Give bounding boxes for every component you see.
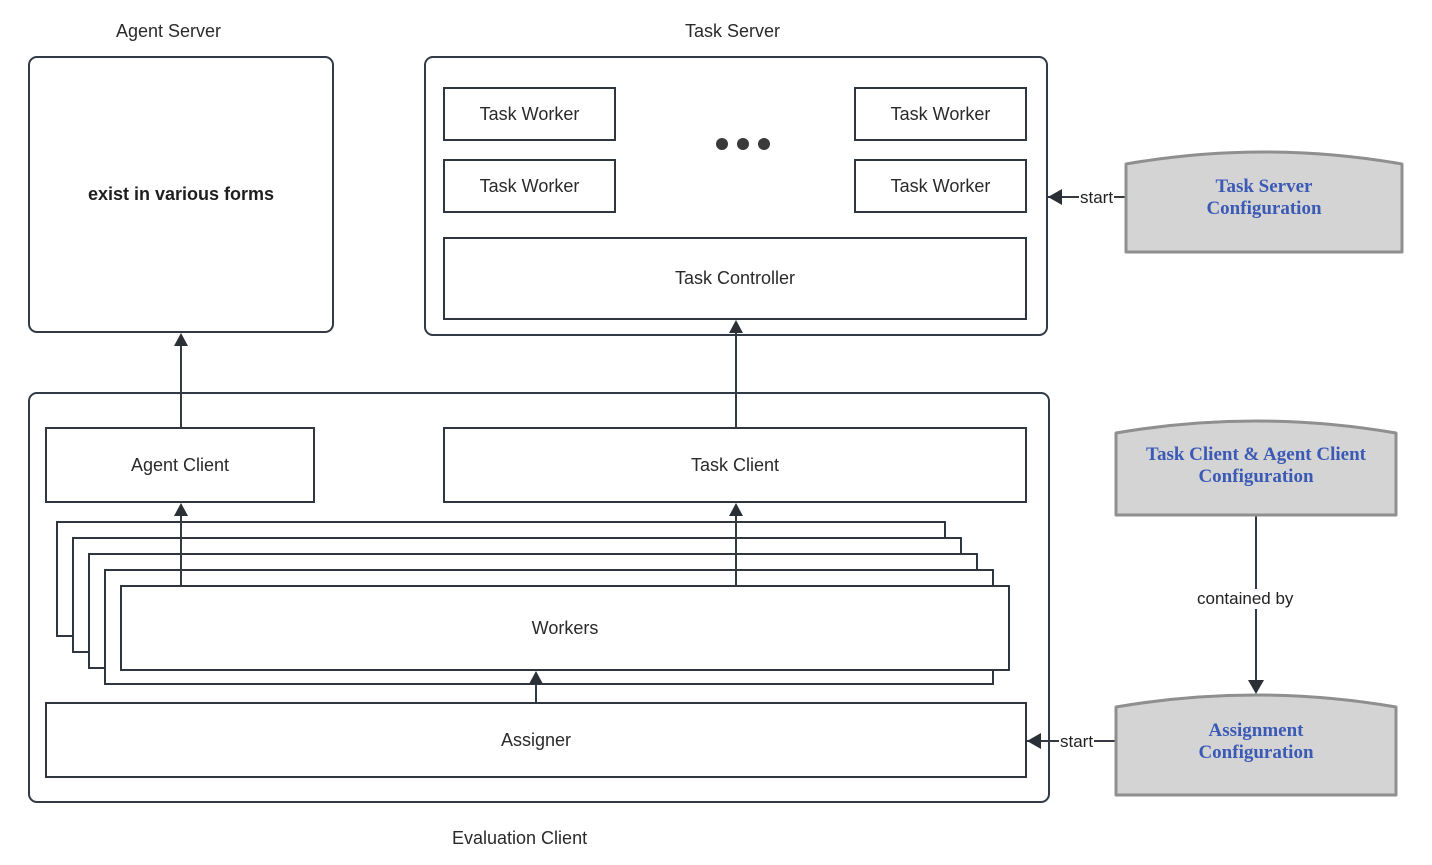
agent-server-title: Agent Server bbox=[116, 21, 222, 41]
task-controller-label: Task Controller bbox=[674, 268, 796, 288]
arrow-line-task-client-to-task-controller bbox=[735, 333, 737, 427]
task-client-label: Task Client bbox=[690, 454, 780, 475]
task-worker-box-2[interactable]: Task Worker bbox=[443, 159, 616, 213]
evaluation-client-title: Evaluation Client bbox=[452, 828, 588, 848]
task-worker-label: Task Worker bbox=[479, 175, 580, 196]
dot-icon bbox=[758, 138, 770, 150]
edge-label-contained-by: contained by bbox=[1196, 589, 1295, 609]
workers-label: Workers bbox=[531, 617, 599, 638]
task-worker-box-4[interactable]: Task Worker bbox=[854, 159, 1027, 213]
task-worker-box-3[interactable]: Task Worker bbox=[854, 87, 1027, 141]
dot-icon bbox=[716, 138, 728, 150]
agent-client-label: Agent Client bbox=[130, 454, 230, 475]
arrowhead-assigner-to-workers bbox=[529, 671, 543, 684]
task-client-agent-client-configuration-shape[interactable]: Task Client & Agent Client Configuration bbox=[1114, 417, 1398, 517]
agent-server-container[interactable]: exist in various forms bbox=[28, 56, 334, 333]
arrowhead-task-client-to-task-controller bbox=[729, 320, 743, 333]
task-server-configuration-shape[interactable]: Task Server Configuration bbox=[1124, 148, 1404, 254]
agent-server-inner-text: exist in various forms bbox=[87, 184, 275, 204]
edge-label-start-assigner: start bbox=[1059, 732, 1095, 752]
assignment-configuration-shape[interactable]: Assignment Configuration bbox=[1114, 690, 1398, 797]
task-worker-label: Task Worker bbox=[479, 103, 580, 124]
edge-label-start-task-server: start bbox=[1079, 188, 1115, 208]
arrow-line-assigner-to-workers bbox=[535, 684, 537, 702]
task-controller-box[interactable]: Task Controller bbox=[443, 237, 1027, 320]
arrowhead-start-task-server bbox=[1048, 189, 1062, 205]
agent-client-box[interactable]: Agent Client bbox=[45, 427, 315, 503]
task-server-title: Task Server bbox=[685, 21, 781, 41]
assigner-label: Assigner bbox=[500, 729, 572, 750]
arrowhead-start-assigner bbox=[1027, 733, 1041, 749]
workers-box[interactable]: Workers bbox=[120, 585, 1010, 671]
task-worker-label: Task Worker bbox=[890, 103, 991, 124]
assigner-box[interactable]: Assigner bbox=[45, 702, 1027, 778]
arrowhead-contained-by bbox=[1248, 680, 1264, 694]
arrow-line-agent-client-to-agent-server bbox=[180, 346, 182, 427]
arrow-line-workers-to-agent-client bbox=[180, 516, 182, 585]
task-client-box[interactable]: Task Client bbox=[443, 427, 1027, 503]
arrowhead-agent-client-to-agent-server bbox=[174, 333, 188, 346]
task-worker-box-1[interactable]: Task Worker bbox=[443, 87, 616, 141]
task-worker-label: Task Worker bbox=[890, 175, 991, 196]
dot-icon bbox=[737, 138, 749, 150]
arrow-line-workers-to-task-client bbox=[735, 516, 737, 585]
arrowhead-workers-to-agent-client bbox=[174, 503, 188, 516]
arrowhead-workers-to-task-client bbox=[729, 503, 743, 516]
ellipsis-dots-icon bbox=[716, 138, 770, 150]
